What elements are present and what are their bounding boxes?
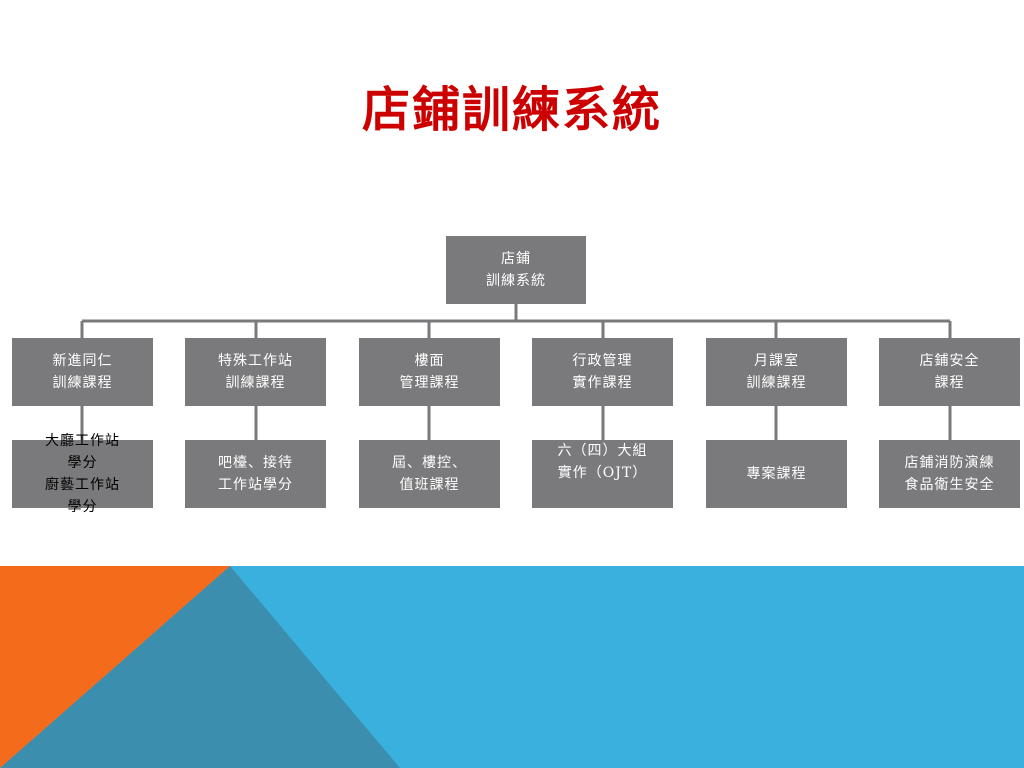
subcourse-node-2: 吧檯、接待 工作站學分 xyxy=(185,440,326,508)
page-title: 店鋪訓練系統 xyxy=(361,82,662,138)
category-node-5: 月課室 訓練課程 xyxy=(706,338,847,406)
subcourse-node-5: 專案課程 xyxy=(706,440,847,508)
root-node: 店鋪 訓練系統 xyxy=(446,236,586,304)
category-node-1: 新進同仁 訓練課程 xyxy=(12,338,153,406)
category-node-2: 特殊工作站 訓練課程 xyxy=(185,338,326,406)
subcourse-node-1: 大廳工作站 學分 廚藝工作站 學分 xyxy=(45,433,120,515)
decorative-banner xyxy=(0,566,1024,768)
subcourse-node-3: 屆、樓控、 值班課程 xyxy=(359,440,500,508)
subcourse-box-1 xyxy=(12,440,153,508)
subcourse-node-4: 六（四）大組 實作（OJT） xyxy=(532,440,673,508)
subcourse-node-6: 店鋪消防演練 食品衛生安全 xyxy=(879,440,1020,508)
category-node-6: 店鋪安全 課程 xyxy=(879,338,1020,406)
category-node-4: 行政管理 實作課程 xyxy=(532,338,673,406)
banner-teal-triangle xyxy=(0,566,400,768)
category-node-3: 樓面 管理課程 xyxy=(359,338,500,406)
banner-orange-triangle xyxy=(0,566,230,768)
